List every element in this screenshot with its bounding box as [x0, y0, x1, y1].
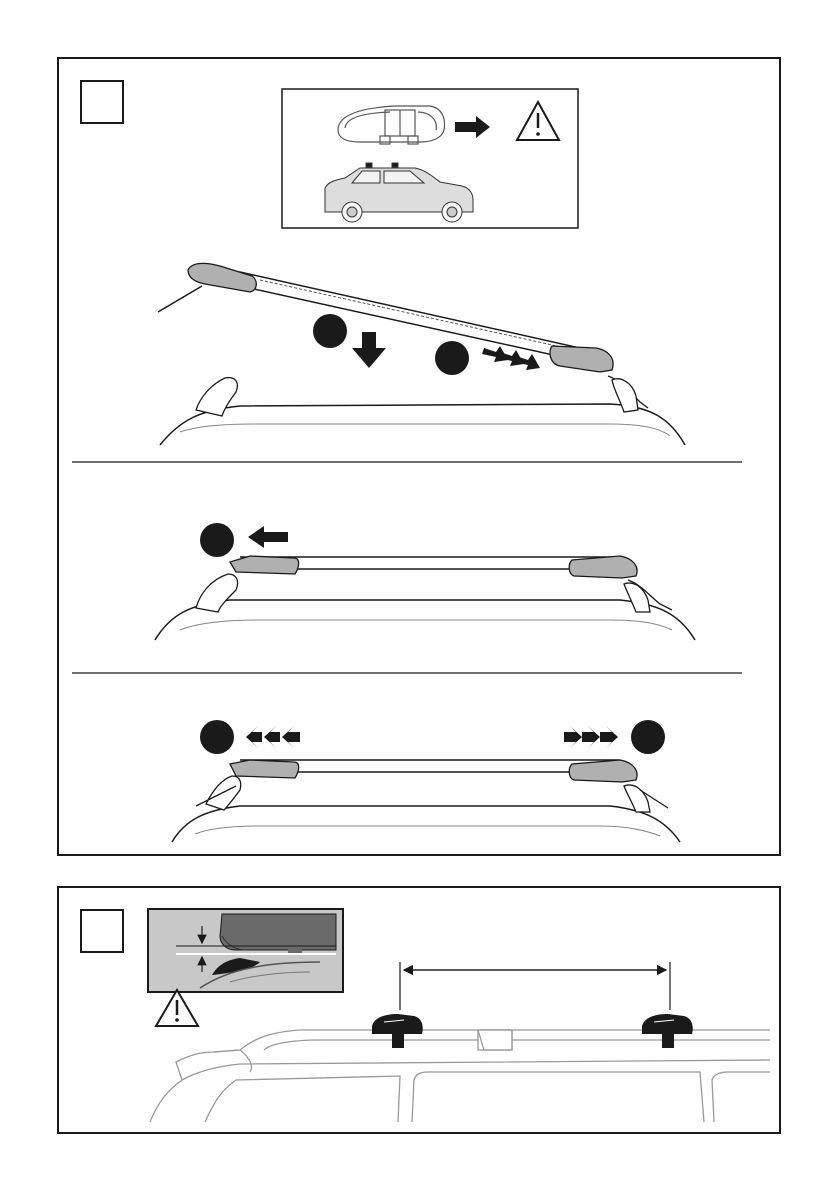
arrows-left-triple-icon	[246, 726, 300, 748]
foot-left	[230, 760, 299, 778]
step-circle-c	[200, 523, 234, 557]
step-circle-a	[313, 314, 347, 348]
foot-right	[569, 556, 637, 578]
step-circle-e	[631, 720, 665, 754]
crossbar-tilted	[236, 272, 580, 360]
spacing-dimension	[400, 962, 670, 1010]
foot-front	[372, 1014, 423, 1048]
inset-profile-box	[282, 89, 578, 228]
foot-rear	[642, 1014, 693, 1048]
roof-rail-right	[624, 785, 650, 812]
step-circle-b	[435, 341, 469, 375]
roof-rail-right	[624, 583, 650, 612]
foot-right	[569, 760, 637, 782]
arrow-down-icon	[352, 332, 386, 368]
roof-rail-right	[612, 379, 638, 412]
section-slide-outward	[172, 720, 680, 842]
arrow-left-icon	[248, 526, 288, 548]
roof-rail-left	[196, 378, 237, 416]
step-circle-d	[200, 720, 234, 754]
section-slide-inward	[155, 523, 695, 640]
car-roof-outline	[150, 1030, 770, 1122]
section-mount	[158, 263, 685, 445]
arrows-right-triple-icon	[564, 726, 618, 748]
foot-right	[550, 346, 613, 372]
roof-rail-left	[196, 574, 238, 612]
foot-left	[230, 556, 299, 574]
warning-triangle-icon	[156, 990, 198, 1026]
inset-clearance-box	[148, 909, 343, 992]
